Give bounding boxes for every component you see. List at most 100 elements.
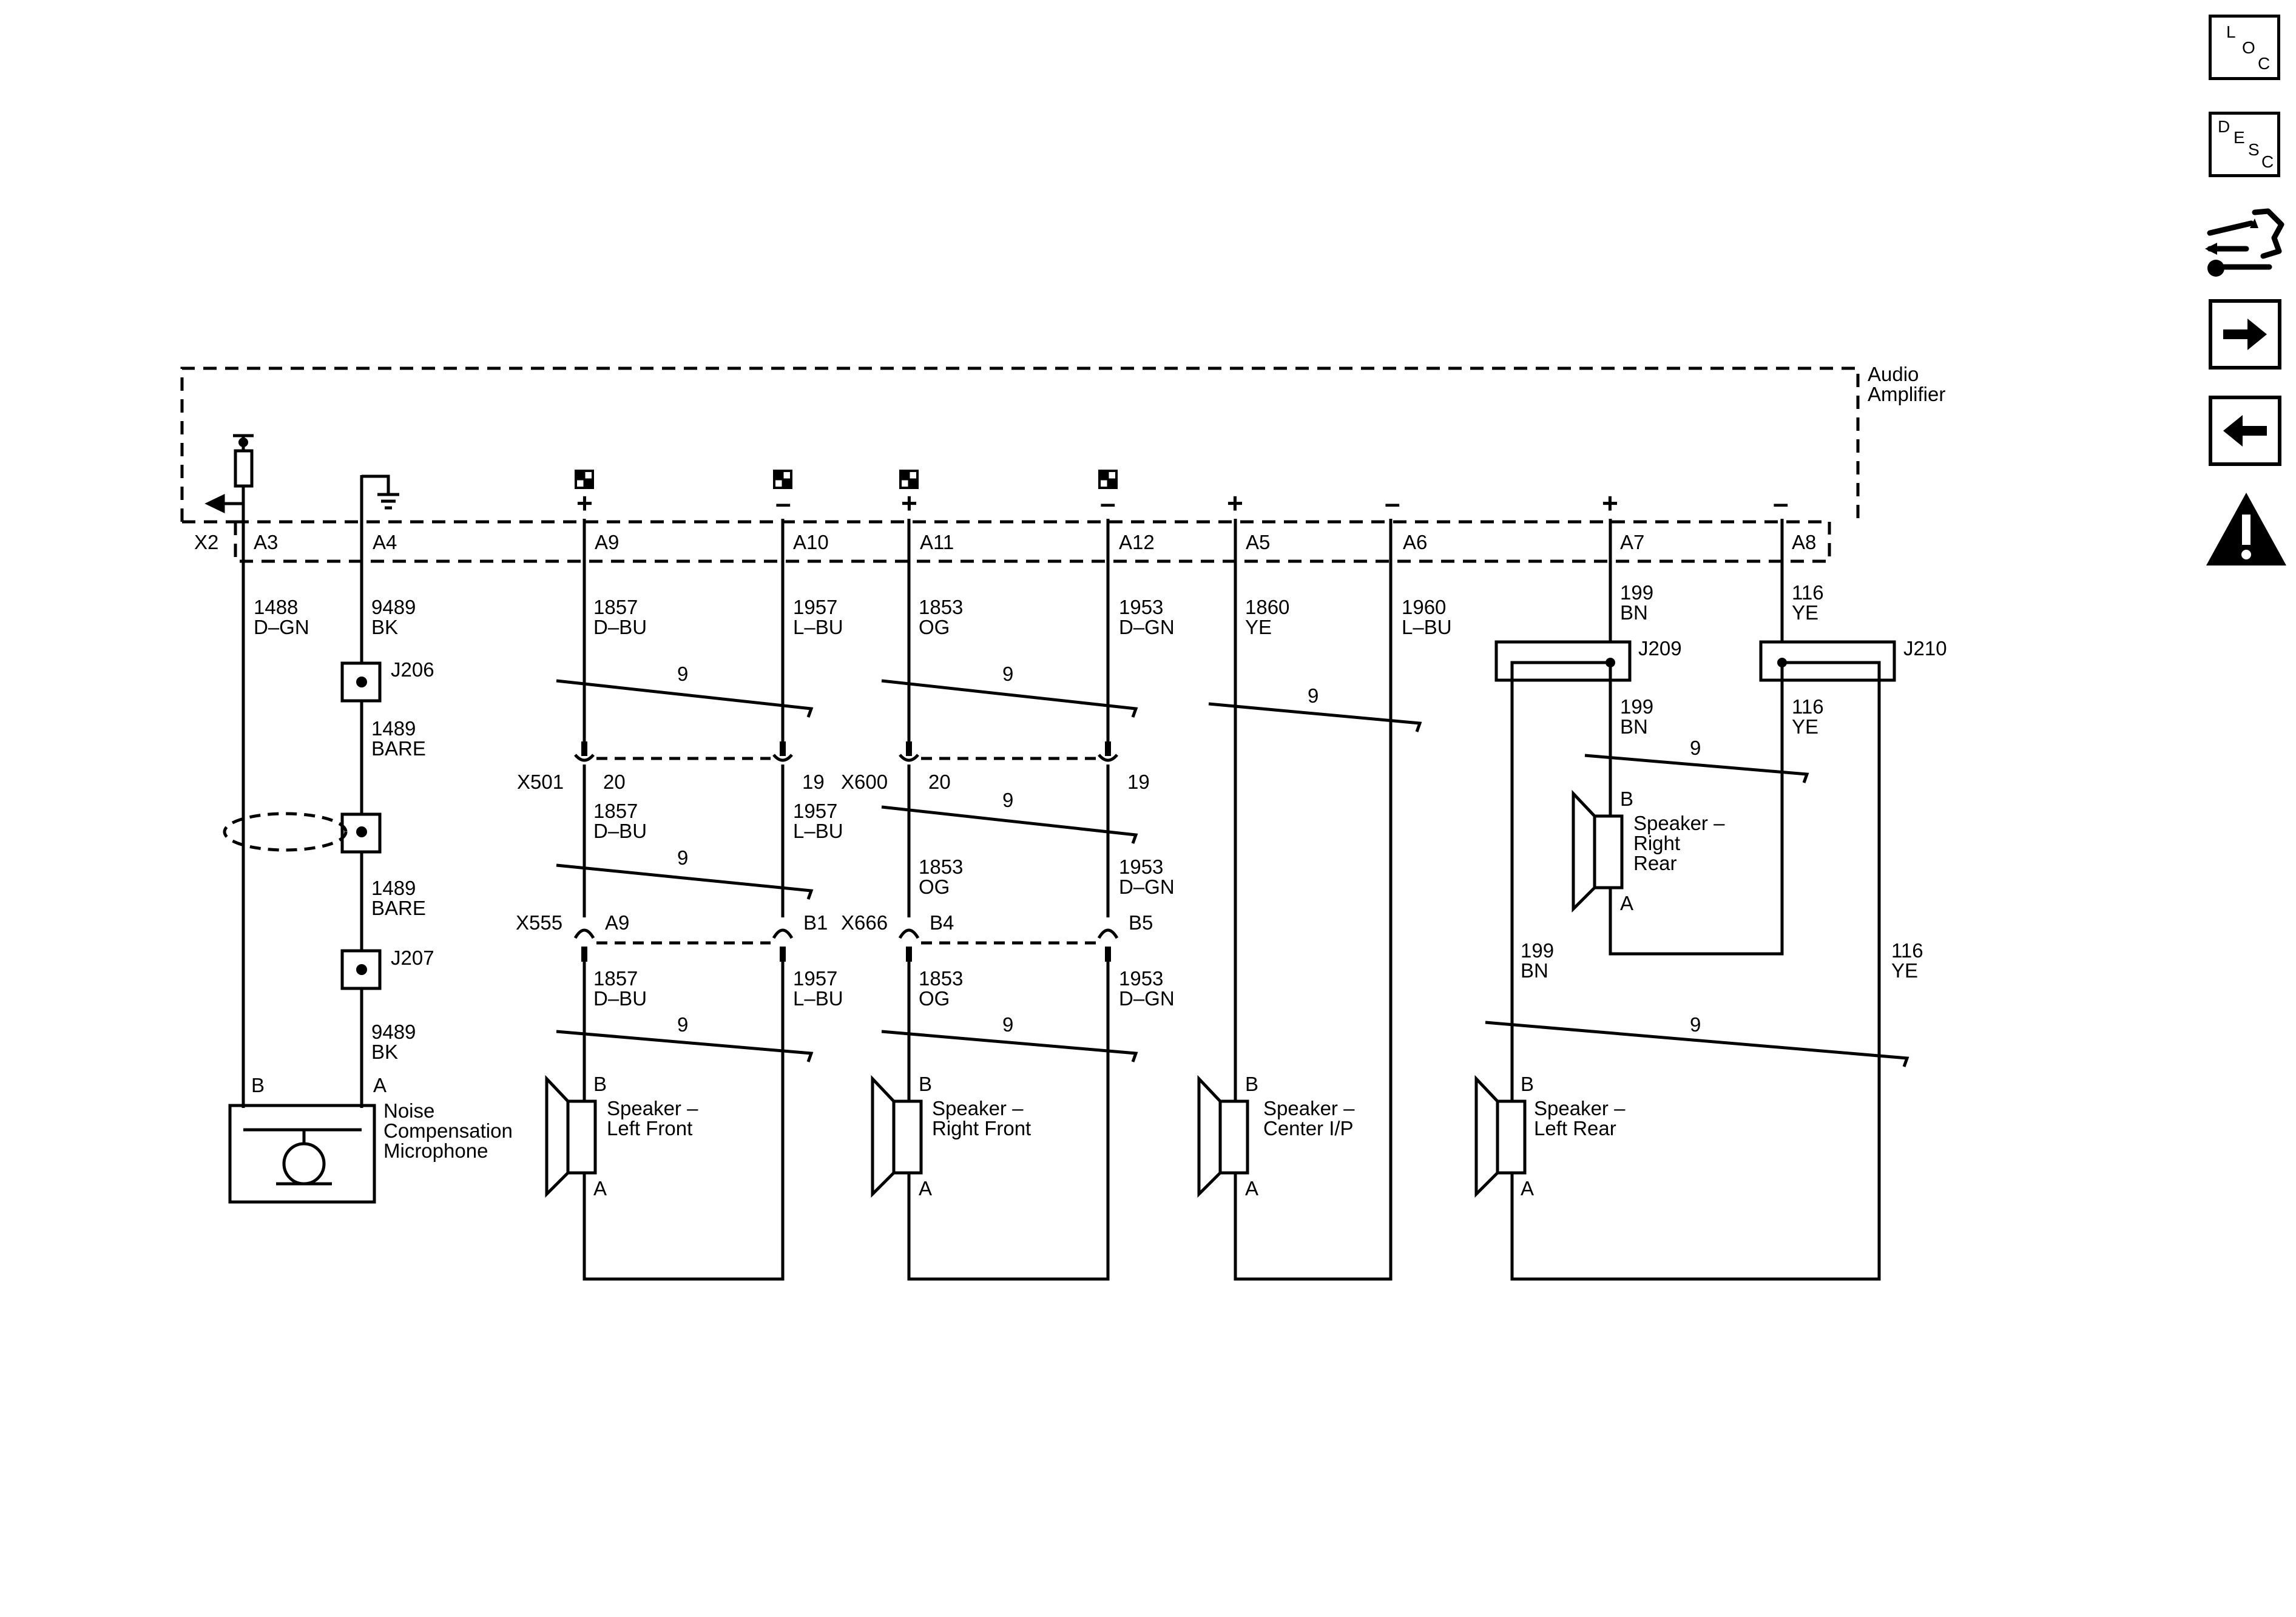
- rear-circuit: [1485, 519, 1909, 1281]
- connector-pin: 20: [928, 771, 951, 793]
- device-label: Speaker –: [932, 1097, 1024, 1119]
- wire-color: L–BU: [793, 987, 843, 1010]
- connector-pin: 20: [603, 771, 626, 793]
- pin-b: B: [919, 1073, 932, 1095]
- twist-rate: 9: [1002, 789, 1013, 811]
- polarity-minus: –: [1773, 487, 1789, 519]
- caution-icon[interactable]: [2204, 490, 2289, 568]
- wire-color: BARE: [371, 737, 426, 760]
- polarity-minus: –: [775, 487, 791, 519]
- pin-a: A: [919, 1177, 932, 1200]
- wire-color: L–BU: [793, 616, 843, 638]
- device-label: Rear: [1633, 852, 1677, 874]
- polarity-plus: +: [901, 487, 917, 519]
- pin-a: A: [593, 1177, 607, 1200]
- pin-a: A: [373, 1074, 387, 1096]
- circuit-number: 199: [1521, 939, 1554, 962]
- splice-dot: [1777, 658, 1787, 667]
- wire-color: L–BU: [1402, 616, 1452, 638]
- next-page-icon[interactable]: [2209, 299, 2281, 372]
- circuit-number: 116: [1891, 939, 1923, 962]
- wire-color: OG: [919, 876, 950, 898]
- circuit-number: 9489: [371, 596, 416, 618]
- wire-color: L–BU: [793, 820, 843, 842]
- pin-a12: A12: [1119, 531, 1155, 553]
- device-label: Left Front: [607, 1117, 692, 1139]
- twist-rate: 9: [677, 663, 688, 685]
- pin-b: B: [251, 1074, 265, 1096]
- twisted-pair-icon: [1098, 470, 1118, 489]
- twist-rate: 9: [677, 846, 688, 869]
- microphone-circuit: [204, 434, 399, 1204]
- wire-color: YE: [1245, 616, 1272, 638]
- pin-a11: A11: [920, 531, 954, 553]
- twist-rate: 9: [1308, 684, 1319, 707]
- left-front-labels: 1857 D–BU 1957 L–BU 9 X501 20 19 1857 D–…: [516, 596, 843, 1200]
- connector-pin: B4: [930, 911, 954, 934]
- device-label: Speaker –: [1633, 812, 1725, 834]
- splice-dot: [356, 826, 367, 837]
- connector-pin: 19: [802, 771, 825, 793]
- wire-color: D–BU: [593, 987, 647, 1010]
- splice-dot: [1606, 658, 1615, 667]
- connector-pin: B1: [803, 911, 828, 934]
- wire-color: BARE: [371, 897, 426, 919]
- wire-color: OG: [919, 987, 950, 1010]
- circuit-number: 1953: [1119, 596, 1163, 618]
- terminal-markers: + – + – + – + –: [575, 470, 1789, 519]
- twist-rate: 9: [677, 1013, 688, 1036]
- connector-x600: X600: [841, 771, 888, 793]
- desc-letter: D: [2218, 117, 2230, 136]
- wire-color: D–BU: [593, 616, 647, 638]
- connector-pin: 19: [1127, 771, 1150, 793]
- connector-x555: X555: [516, 911, 562, 934]
- previous-page-icon[interactable]: [2209, 396, 2281, 468]
- pin-a10: A10: [793, 531, 829, 553]
- circuit-number: 1953: [1119, 967, 1163, 990]
- speaker-right-front-icon: [873, 1079, 921, 1194]
- loc-letter: O: [2242, 38, 2255, 57]
- speaker-center-icon: [1199, 1079, 1248, 1194]
- wire-color: OG: [919, 616, 950, 638]
- connector-views-icon[interactable]: [2203, 200, 2288, 285]
- pin-a4: A4: [373, 531, 397, 553]
- circuit-number: 1489: [371, 877, 416, 899]
- circuit-number: 9489: [371, 1021, 416, 1043]
- pin-a: A: [1521, 1177, 1534, 1200]
- twist-rate: 9: [1002, 1013, 1013, 1036]
- circuit-number: 1853: [919, 967, 963, 990]
- circuit-number: 199: [1620, 581, 1653, 604]
- connector-x2-label: X2: [194, 531, 218, 553]
- circuit-number: 1853: [919, 596, 963, 618]
- circuit-number: 1953: [1119, 856, 1163, 878]
- rear-labels: 199 BN 116 YE J209 J210 199 BN 116 YE 9 …: [1521, 581, 1947, 1200]
- wire-color: BN: [1620, 715, 1648, 738]
- connector-pin: A9: [605, 911, 629, 934]
- twist-rate: 9: [1002, 663, 1013, 685]
- location-button[interactable]: L O C: [2209, 15, 2280, 80]
- pin-a8: A8: [1792, 531, 1816, 553]
- device-label: Microphone: [383, 1139, 488, 1162]
- wire-color: D–BU: [593, 820, 647, 842]
- wire-color: BN: [1521, 959, 1548, 982]
- circuit-number: 1957: [793, 800, 837, 822]
- circuit-number: 1489: [371, 717, 416, 740]
- circuit-number: 1853: [919, 856, 963, 878]
- pin-a7: A7: [1620, 531, 1644, 553]
- circuit-number: 116: [1792, 695, 1824, 718]
- device-label: Speaker –: [607, 1097, 698, 1119]
- center-labels: 1860 YE 1960 L–BU 9 B A Speaker – Center…: [1245, 596, 1452, 1200]
- desc-letter: C: [2261, 152, 2274, 171]
- circuit-number: 1488: [254, 596, 298, 618]
- device-label: Left Rear: [1534, 1117, 1616, 1139]
- center-circuit: [1208, 519, 1422, 1281]
- pin-b: B: [1620, 788, 1633, 810]
- device-label: Speaker –: [1534, 1097, 1626, 1119]
- polarity-minus: –: [1100, 487, 1116, 519]
- pin-a3: A3: [254, 531, 278, 553]
- circuit-number: 1857: [593, 596, 638, 618]
- description-button[interactable]: D E S C: [2209, 112, 2280, 177]
- speaker-left-rear-icon: [1476, 1079, 1525, 1194]
- circuit-number: 116: [1792, 581, 1824, 604]
- wire-color: YE: [1792, 715, 1818, 738]
